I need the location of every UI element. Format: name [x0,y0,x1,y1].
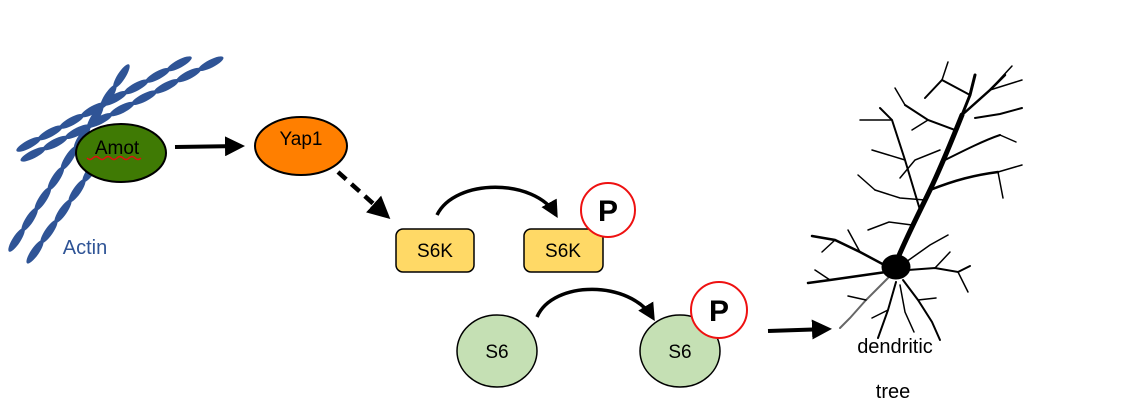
neuron-soma [881,254,911,280]
actin-monomer [80,102,106,118]
actin-monomer [26,240,44,264]
actin-monomer [21,207,38,232]
arrow-s6-to-dendrite [767,319,832,340]
s6k-phospho-node: S6K P [523,182,636,273]
actin-monomer [131,90,157,105]
arrow-s6k-phosphorylation [435,185,558,219]
actin-monomer [113,64,130,89]
actin-monomer [100,84,117,109]
amot-label: Amot [95,138,140,159]
arrow-amot-to-yap1 [174,136,245,157]
actin-monomer [166,56,192,72]
actin-monomer [153,79,180,94]
actin-monomer [60,146,78,170]
phosphate-circle-top [580,182,636,238]
yap1-node: Yap1 [254,116,348,176]
actin-monomer [8,227,25,252]
s6k-label: S6K [417,241,453,262]
actin-monomer [59,113,85,129]
amot-node: Amot [75,123,167,183]
actin-monomer [123,79,149,95]
actin-monomer [109,101,135,117]
s6k-phospho-label: S6K [545,241,581,262]
actin-monomer [54,199,72,223]
phosphate-label-bottom: P [709,295,729,328]
actin-monomer [34,186,52,211]
neuron-icon [806,61,1023,341]
actin-monomer [47,166,65,191]
actin-monomer [16,136,42,152]
phosphate-label-top: P [598,195,618,228]
actin-monomer [64,124,91,139]
arrow-s6-phosphorylation [535,287,655,321]
s6k-node: S6K [395,228,475,273]
actin-monomer [37,125,63,141]
actin-monomer [86,105,104,130]
actin-monomer [176,67,202,83]
s6-phospho-node: S6 P [639,281,748,388]
tree-label: tree [876,381,910,403]
actin-monomer [40,219,58,244]
s6-phospho-label: S6 [668,342,691,363]
actin-monomer [145,67,171,83]
actin-monomer [20,147,46,162]
phosphate-circle-bottom [690,281,748,339]
actin-label: Actin [63,237,107,259]
actin-monomer [198,56,224,71]
yap1-label: Yap1 [280,129,323,150]
dashed-arrow-yap1-to-s6k [336,170,391,220]
dendritic-label: dendritic [857,336,933,358]
actin-monomer [68,179,86,203]
s6-node: S6 [456,314,538,388]
actin-monomer [42,135,68,151]
s6-label: S6 [485,342,508,363]
